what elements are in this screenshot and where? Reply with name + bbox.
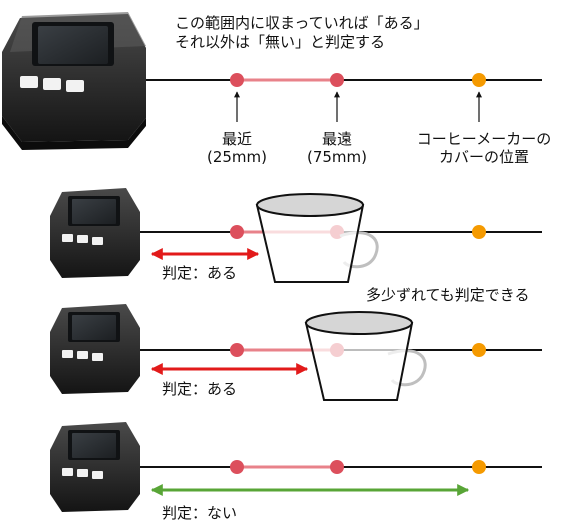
tolerance-note: 多少ずれても判定できる [366,286,530,304]
cup-icon [255,193,379,283]
header-caption: この範囲内に収まっていれば「ある」 それ以外は「無い」と判定する [175,14,429,52]
nearest-value: (25mm) [206,148,268,166]
m5stack-device-icon [50,188,140,278]
cover-line-2: カバーの位置 [438,148,529,166]
m5stack-device-icon [50,304,140,394]
nearest-marker [230,73,244,87]
scenario-2-result: 判定：ある [162,380,238,398]
scenario-2 [50,304,542,401]
nearest-title: 最近 [221,130,253,148]
farthest-title: 最遠 [321,130,353,148]
m5stack-device-icon [2,12,146,150]
nearest-label: 最近 (25mm) [207,130,267,166]
farthest-marker [330,73,344,87]
scenario-1 [50,188,542,283]
cup-icon [304,311,427,401]
cover-line-1: コーヒーメーカーの [416,130,552,148]
cover-label: コーヒーメーカーの カバーの位置 [417,130,551,166]
header-line-1: この範囲内に収まっていれば「ある」 [175,14,429,32]
cover-position-marker [472,73,486,87]
header-line-2: それ以外は「無い」と判定する [175,33,386,51]
farthest-label: 最遠 (75mm) [307,130,367,166]
scenario-3-result: 判定：ない [162,504,238,522]
farthest-value: (75mm) [306,148,368,166]
scenario-1-result: 判定：ある [162,264,238,282]
scenario-3 [50,422,542,512]
m5stack-device-icon [50,422,140,512]
